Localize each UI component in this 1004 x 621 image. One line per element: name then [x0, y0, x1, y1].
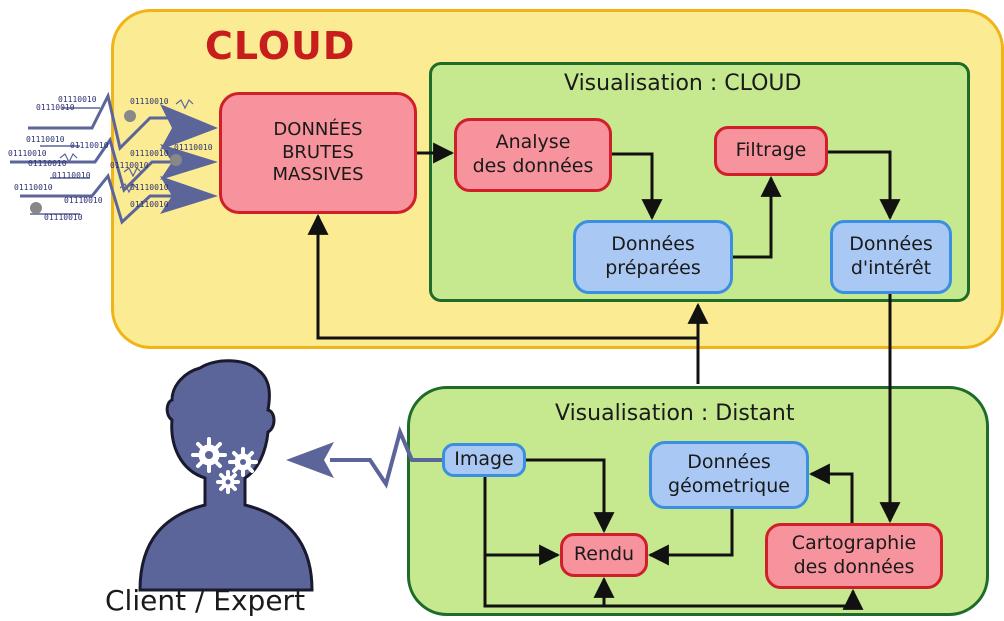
person-silhouette-icon [138, 359, 314, 592]
raw-data-node: DONNÉES BRUTES MASSIVES [219, 92, 417, 214]
connector-cartography-to-geometric [808, 463, 854, 523]
filtrage-node: Filtrage [714, 126, 828, 176]
geometric-data-node: Données géometrique [649, 441, 809, 509]
data-stream-icon [10, 91, 178, 225]
binary-label: 01110010 [14, 183, 53, 192]
visualisation-distant-title: Visualisation : Distant [555, 401, 795, 426]
connector-lines [307, 142, 901, 610]
cartography-node: Cartographie des données [765, 523, 943, 589]
connector-filtrage-to-interest [828, 150, 901, 221]
binary-label: 01110010 [130, 183, 169, 192]
rendu-node: Rendu [560, 533, 648, 577]
binary-label: 01110010 [44, 213, 83, 222]
binary-label: 01110010 [26, 135, 65, 144]
analyse-node: Analyse des données [454, 118, 612, 192]
gears-icon [191, 437, 258, 494]
binary-label: 01110010 [58, 95, 97, 104]
binary-label: 01110010 [70, 141, 109, 150]
binary-label: 01110010 [8, 149, 47, 158]
connector-image-to-rendu [526, 458, 615, 534]
connector-geometric-to-rendu [647, 509, 734, 566]
connector-image-to-rendu-side [483, 477, 561, 566]
connector-prepared-to-filtrage [733, 175, 782, 259]
binary-label: 01110010 [130, 97, 169, 106]
connector-image-to-rendu-bottom [483, 555, 615, 608]
binary-label: 01110010 [174, 143, 213, 152]
binary-label: 01110010 [130, 149, 169, 158]
image-node: Image [442, 443, 526, 477]
prepared-data-node: Données préparées [573, 220, 733, 294]
visualisation-cloud-title: Visualisation : CLOUD [564, 71, 802, 96]
interest-data-node: Données d'intérêt [830, 220, 952, 294]
cloud-title: CLOUD [205, 24, 356, 68]
connector-analyse-to-prepared [612, 152, 663, 221]
binary-label: 01110010 [110, 161, 149, 170]
lightning-arrow-icon [286, 425, 442, 489]
connector-distant-to-raw-data [307, 213, 698, 340]
binary-label: 01110010 [36, 103, 75, 112]
binary-label: 01110010 [130, 200, 169, 209]
client-label: Client / Expert [105, 584, 306, 617]
binary-labels: 01110010 01110010 01110010 01110010 0111… [8, 95, 213, 222]
binary-label: 01110010 [64, 196, 103, 205]
binary-label: 01110010 [28, 159, 67, 168]
connector-to-cartography [604, 588, 864, 610]
binary-label: 01110010 [52, 171, 91, 180]
data-stream-arrowheads [30, 98, 218, 214]
